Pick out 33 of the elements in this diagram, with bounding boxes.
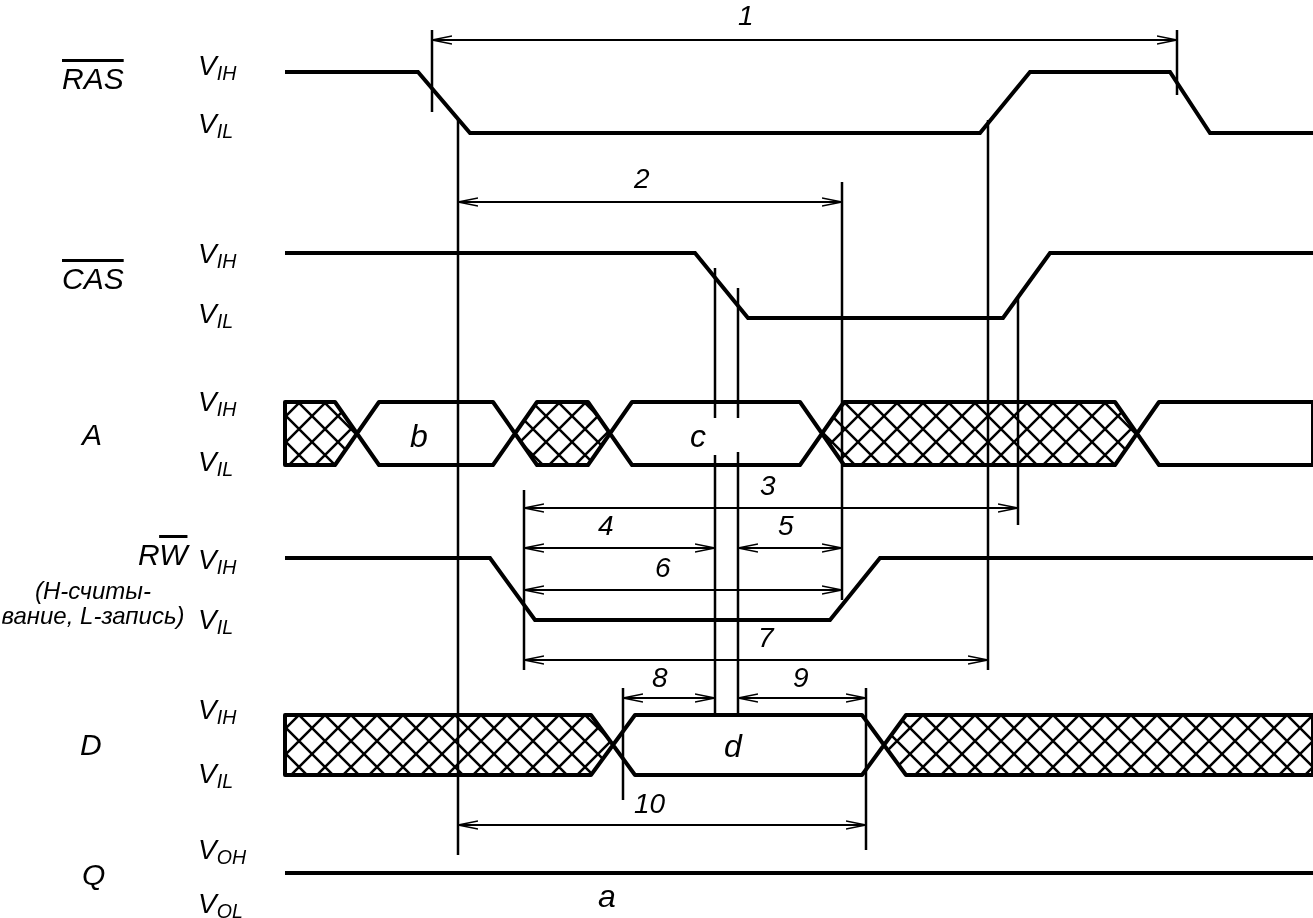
voltage-level-label: V$_{IH}$	[198, 388, 237, 420]
voltage-level-label: V$_{IL}$	[198, 300, 234, 332]
signal-name: A	[82, 420, 102, 450]
voltage-level-label: V$_{IH}$	[198, 240, 237, 272]
bus-state-letter: b	[410, 420, 428, 452]
signal-name: RW	[138, 540, 188, 570]
dimension-number: 8	[652, 664, 668, 692]
dimension-number: 9	[793, 664, 809, 692]
dimension-number: 3	[760, 472, 776, 500]
signal-name: CAS	[62, 264, 124, 294]
dimension-number: 5	[778, 512, 794, 540]
voltage-level-label: V$_{IL}$	[198, 606, 234, 638]
voltage-level-label: V$_{OL}$	[198, 890, 243, 918]
signal-name: D	[80, 730, 102, 760]
voltage-level-label: V$_{IL}$	[198, 448, 234, 480]
bus-state-letter: c	[690, 420, 706, 452]
signal-note: (H-считы- вание, L-запись)	[0, 578, 186, 629]
voltage-level-label: V$_{IL}$	[198, 760, 234, 792]
signal-name: Q	[82, 860, 106, 890]
dimension-number: 4	[598, 512, 614, 540]
voltage-level-label: V$_{IH}$	[198, 52, 237, 84]
bus-state-letter: d	[724, 730, 742, 762]
voltage-level-label: V$_{IH}$	[198, 546, 237, 578]
dimension-number: 7	[758, 624, 774, 652]
bus-state-letter: a	[598, 880, 616, 912]
voltage-level-label: V$_{IL}$	[198, 110, 234, 142]
dimension-number: 6	[655, 554, 671, 582]
voltage-level-label: V$_{OH}$	[198, 836, 247, 868]
voltage-level-label: V$_{IH}$	[198, 696, 237, 728]
dimension-number: 1	[738, 2, 754, 30]
dimension-number: 2	[634, 165, 650, 193]
signal-name: RAS	[62, 64, 124, 94]
dimension-number: 10	[634, 790, 666, 818]
